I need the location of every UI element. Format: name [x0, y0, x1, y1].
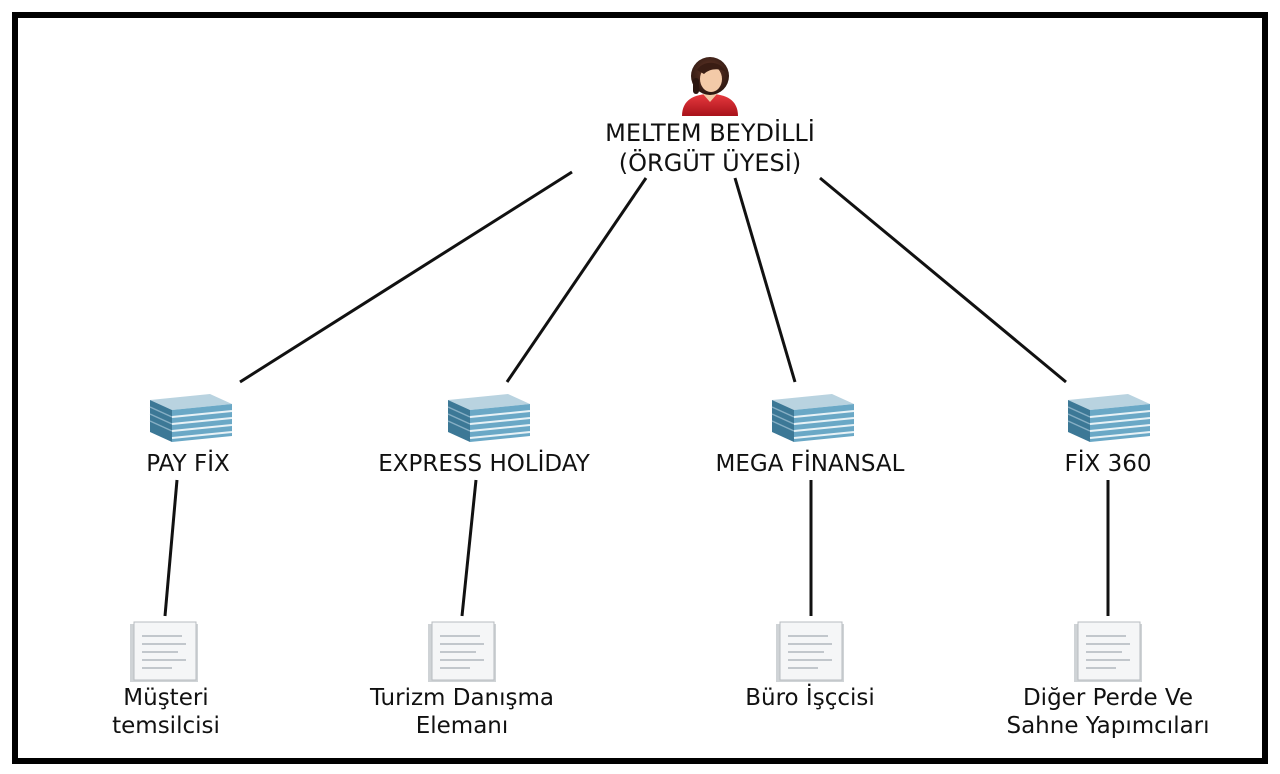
- link-payfix-role: [163, 479, 179, 617]
- company-name-payfix: PAY FİX: [146, 451, 230, 477]
- company-name-mega-finansal: MEGA FİNANSAL: [715, 451, 905, 477]
- root-person-label: MELTEM BEYDİLLİ (ÖRGÜT ÜYESİ): [605, 118, 815, 178]
- building-icon: [149, 394, 233, 442]
- link-root-payfix: [239, 170, 573, 384]
- role-label-payfix: Müşteri temsilcisi: [112, 684, 220, 740]
- role-label-mega-finansal: Büro İşçcisi: [745, 684, 875, 712]
- link-express-role: [460, 479, 478, 617]
- link-root-mega: [733, 177, 797, 383]
- person-icon: [682, 57, 738, 116]
- role-label-fix360: Diğer Perde Ve Sahne Yapımcıları: [1006, 684, 1209, 740]
- link-root-express: [505, 177, 648, 383]
- role-line: Büro İşçcisi: [745, 685, 875, 711]
- role-line: Müşteri: [123, 685, 209, 711]
- role-line: temsilcisi: [112, 713, 220, 739]
- building-icon: [447, 394, 531, 442]
- role-line: Elemanı: [415, 713, 509, 739]
- role-line: Sahne Yapımcıları: [1006, 713, 1210, 739]
- building-icon: [771, 394, 855, 442]
- root-name: MELTEM BEYDİLLİ: [605, 119, 815, 147]
- company-name-fix360: FİX 360: [1064, 451, 1152, 477]
- building-icon: [1067, 394, 1151, 442]
- link-root-fix360: [819, 176, 1067, 384]
- document-icon: [428, 621, 496, 682]
- role-label-express-holiday: Turizm Danışma Elemanı: [370, 684, 554, 740]
- document-icon: [130, 621, 198, 682]
- document-icon: [776, 621, 844, 682]
- root-role: (ÖRGÜT ÜYESİ): [618, 149, 802, 177]
- role-line: Turizm Danışma: [369, 685, 555, 711]
- diagram-frame: [12, 12, 1268, 764]
- company-name-express-holiday: EXPRESS HOLİDAY: [378, 451, 590, 477]
- role-line: Diğer Perde Ve: [1022, 685, 1194, 711]
- document-icon: [1074, 621, 1142, 682]
